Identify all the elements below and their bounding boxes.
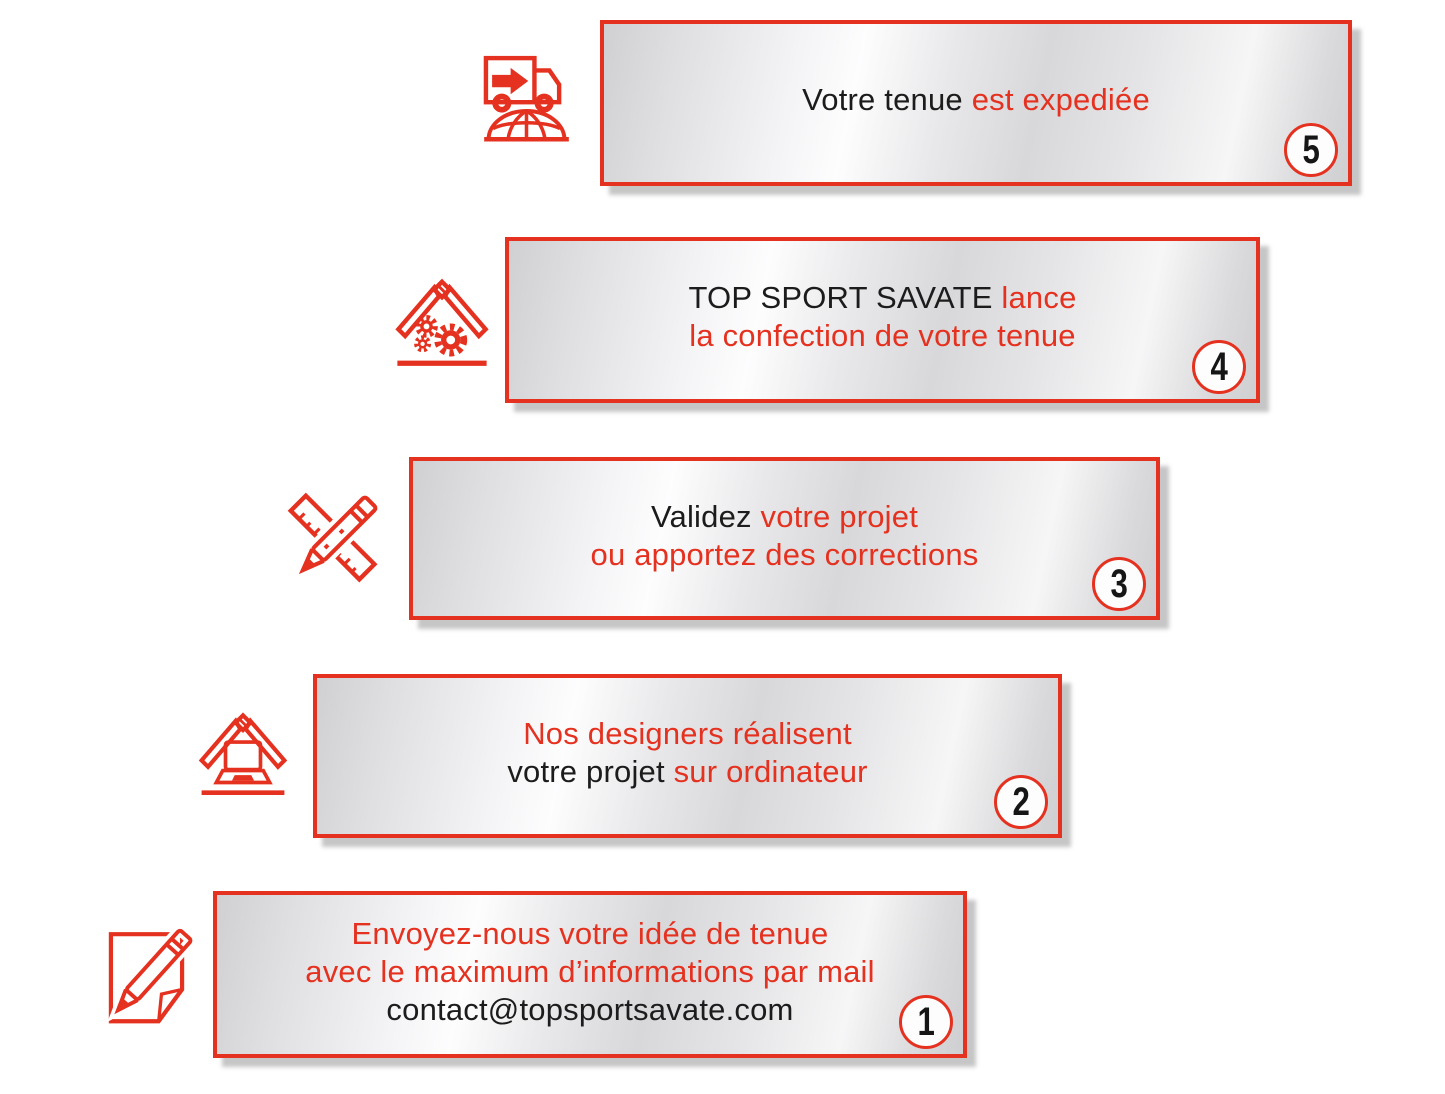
step-4-box: TOP SPORT SAVATE lance la confection de … xyxy=(505,237,1260,403)
step-4-text: TOP SPORT SAVATE lance la confection de … xyxy=(688,279,1076,361)
text-line: TOP SPORT SAVATE lance xyxy=(688,280,1077,315)
text-line: la confection de votre tenue xyxy=(689,318,1076,353)
text-line: votre projet sur ordinateur xyxy=(507,754,868,789)
ruler-pencil-icon xyxy=(287,490,384,587)
step-number: 4 xyxy=(1210,345,1228,389)
step-5-box: Votre tenue est expediée 5 xyxy=(600,20,1352,186)
contact-email-text: contact@topsportsavate.com xyxy=(386,991,794,1027)
step-1-number-badge: 1 xyxy=(899,995,953,1049)
text-line: Validez votre projet xyxy=(650,498,919,534)
house-laptop-icon xyxy=(197,706,289,802)
step-1-box: Envoyez-nous votre idée de tenue avec le… xyxy=(213,891,967,1058)
step-3-text: Validez votre projet ou apportez des cor… xyxy=(591,498,979,580)
step-5-number-badge: 5 xyxy=(1284,123,1338,177)
step-3-number-badge: 3 xyxy=(1092,557,1146,611)
step-2-box: Nos designers réalisent votre projet sur… xyxy=(313,674,1062,838)
step-3-box: Validez votre projet ou apportez des cor… xyxy=(409,457,1160,620)
step-2-number-badge: 2 xyxy=(994,775,1048,829)
text-line: Votre tenue est expediée xyxy=(802,82,1150,117)
step-number: 2 xyxy=(1012,780,1030,824)
text-line: avec le maximum d’informations par mail xyxy=(305,953,875,989)
house-gears-icon xyxy=(392,274,492,371)
text-line: ou apportez des corrections xyxy=(590,536,979,572)
step-number: 5 xyxy=(1302,128,1320,172)
step-2-text: Nos designers réalisent votre projet sur… xyxy=(507,715,867,797)
text-line: Envoyez-nous votre idée de tenue xyxy=(351,915,829,951)
paper-pencil-icon xyxy=(99,922,194,1025)
text-line: Nos designers réalisent xyxy=(523,716,852,751)
step-number: 1 xyxy=(917,1000,935,1044)
step-number: 3 xyxy=(1110,562,1128,606)
delivery-truck-globe-icon xyxy=(478,48,575,152)
step-5-text: Votre tenue est expediée xyxy=(802,81,1150,125)
step-1-text: Envoyez-nous votre idée de tenue avec le… xyxy=(305,915,874,1035)
step-4-number-badge: 4 xyxy=(1192,340,1246,394)
